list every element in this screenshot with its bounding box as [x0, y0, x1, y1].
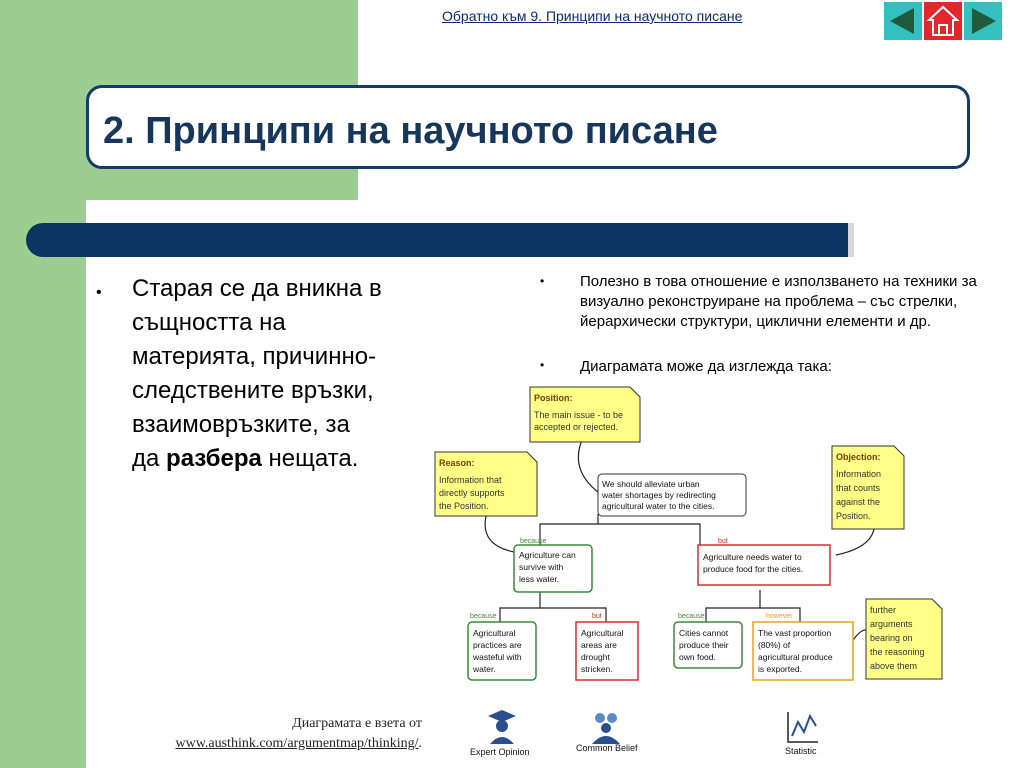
main-claim-box: We should alleviate urban water shortage…	[597, 473, 747, 517]
position-note-title: Position:	[534, 393, 573, 403]
green-side-bar	[0, 200, 86, 768]
further-note-line-5: above them	[870, 661, 917, 671]
reason-note-line-3: the Position.	[439, 501, 489, 511]
leaf1-line-3: wasteful with	[472, 652, 522, 662]
leaf1-line-1: Agricultural	[473, 628, 516, 638]
reason-box-line-2: survive with	[519, 562, 564, 572]
prev-slide-button[interactable]	[884, 2, 922, 40]
expert-opinion-label: Expert Opinion	[470, 747, 530, 757]
leaf3-line-3: own food.	[679, 652, 716, 662]
further-note-line-4: the reasoning	[870, 647, 925, 657]
because-label-3: because	[678, 613, 705, 620]
left-text-bold: разбера	[166, 445, 262, 472]
left-text-main: Старая се да вникна в същността на матер…	[132, 275, 382, 472]
left-bullet-text: Старая се да вникна в същността на матер…	[132, 272, 382, 476]
leaf4-line-4: is exported.	[758, 664, 802, 674]
leaf1-line-4: water.	[472, 664, 496, 674]
objection-note-line-3: against the	[836, 497, 880, 507]
leaf-box-1: Agricultural practices are wasteful with…	[467, 621, 537, 681]
main-claim-line-1: We should alleviate urban	[602, 479, 700, 489]
leaf4-line-1: The vast proportion	[758, 628, 832, 638]
reason-note: Reason: Information that directly suppor…	[434, 451, 538, 517]
left-text-end: нещата.	[261, 445, 359, 472]
leaf3-line-2: produce their	[679, 640, 729, 650]
however-label: however	[766, 613, 793, 620]
objection-box-line-1: Agriculture needs water to	[703, 552, 802, 562]
reason-note-line-1: Information that	[439, 475, 502, 485]
reason-box: Agriculture can survive with less water.	[513, 544, 593, 593]
leaf4-line-3: agricultural produce	[758, 652, 833, 662]
further-note-line-3: bearing on	[870, 633, 913, 643]
objection-box: Agriculture needs water to produce food …	[697, 544, 831, 586]
objection-note-title: Objection:	[836, 452, 881, 462]
right-bullet-1: Полезно в това отношение е използването …	[580, 273, 977, 330]
page-title: 2. Принципи на научното писане	[103, 110, 718, 152]
source-credit: Диаграмата е взета от www.austhink.com/a…	[140, 714, 422, 754]
main-claim-line-3: agricultural water to the cities.	[602, 501, 714, 511]
main-claim-line-2: water shortages by redirecting	[601, 490, 716, 500]
position-note-line-1: The main issue - to be	[534, 410, 623, 420]
left-bullet-marker: •	[96, 284, 102, 301]
reason-note-line-2: directly supports	[439, 488, 505, 498]
credit-suffix: .	[418, 736, 423, 751]
leaf-box-4: The vast proportion (80%) of agricultura…	[752, 621, 854, 681]
leaf2-line-4: stricken.	[581, 664, 613, 674]
further-arguments-note: further arguments bearing on the reasoni…	[865, 598, 943, 680]
back-link[interactable]: Обратно към 9. Принципи на научното писа…	[442, 8, 743, 24]
objection-note-line-4: Position.	[836, 511, 871, 521]
reason-box-line-3: less water.	[519, 574, 559, 584]
objection-note-line-2: that counts	[836, 483, 881, 493]
objection-note: Objection: Information that counts again…	[831, 445, 905, 530]
common-belief-label: Common Belief	[576, 743, 638, 753]
objection-box-line-2: produce food for the cities.	[703, 564, 803, 574]
previous-arrow-icon	[890, 8, 914, 34]
expert-opinion-icon: Expert Opinion	[470, 710, 530, 757]
statistic-label: Statistic	[785, 746, 817, 756]
position-note-line-2: accepted or rejected.	[534, 422, 618, 432]
leaf2-line-1: Agricultural	[581, 628, 624, 638]
but-label-1: but	[718, 538, 728, 545]
but-label-2: but	[592, 613, 602, 620]
leaf1-line-2: practices are	[473, 640, 522, 650]
navy-bar-end	[848, 223, 854, 257]
leaf2-line-2: areas are	[581, 640, 617, 650]
home-icon	[926, 5, 960, 36]
objection-note-line-1: Information	[836, 469, 881, 479]
further-note-line-1: further	[870, 605, 896, 615]
next-arrow-icon	[972, 8, 996, 34]
home-button[interactable]	[924, 2, 962, 40]
position-note: Position: The main issue - to be accepte…	[529, 386, 641, 443]
right-bullet-2: Диаграмата може да изглежда така:	[580, 358, 832, 375]
reason-note-title: Reason:	[439, 458, 475, 468]
because-label-1: because	[520, 538, 547, 545]
right-bullet-1-marker: •	[540, 274, 545, 288]
leaf-box-3: Cities cannot produce their own food.	[673, 621, 743, 669]
leaf-box-2: Agricultural areas are drought stricken.	[575, 621, 639, 681]
further-note-line-2: arguments	[870, 619, 913, 629]
credit-line: Диаграмата е взета от	[292, 716, 422, 731]
leaf3-line-1: Cities cannot	[679, 628, 729, 638]
common-belief-icon: Common Belief	[576, 713, 638, 753]
next-slide-button[interactable]	[964, 2, 1002, 40]
navy-divider-bar	[26, 223, 854, 257]
title-box: 2. Принципи на научното писане	[86, 85, 970, 169]
because-label-2: because	[470, 613, 497, 620]
leaf4-line-2: (80%) of	[758, 640, 791, 650]
reason-box-line-1: Agriculture can	[519, 550, 576, 560]
leaf2-line-3: drought	[581, 652, 610, 662]
credit-link[interactable]: www.austhink.com/argumentmap/thinking/	[175, 736, 419, 751]
right-bullet-2-marker: •	[540, 358, 545, 372]
statistic-icon: Statistic	[785, 712, 818, 756]
